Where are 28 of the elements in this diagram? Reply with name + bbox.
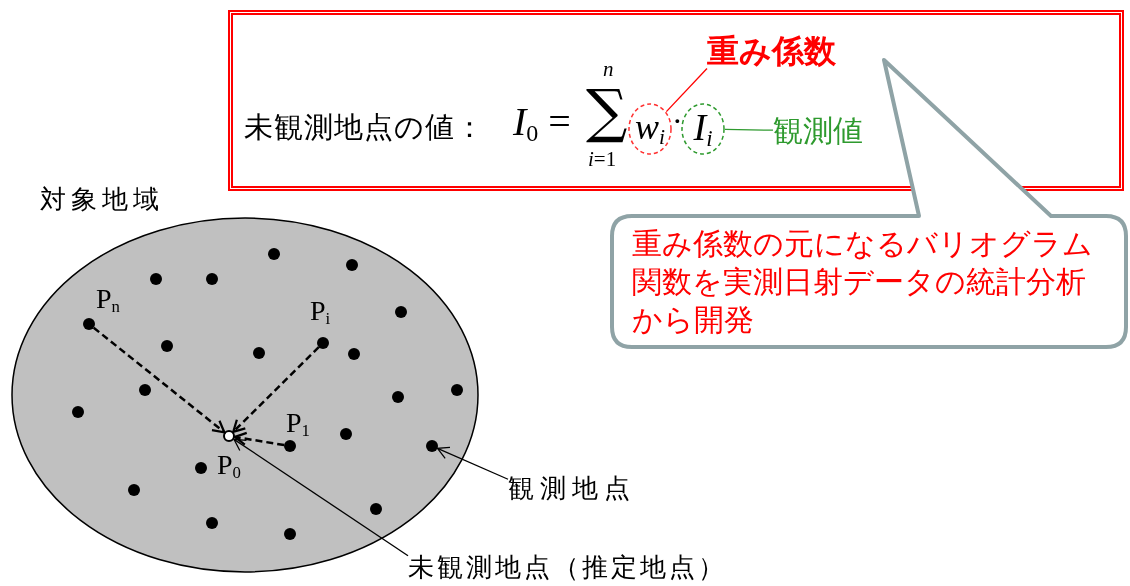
callout-text: 重み係数の元になるバリオグラム関数を実測日射データの統計分析から開発 xyxy=(632,225,1094,339)
summation-sign: ∑ xyxy=(586,80,628,144)
region-heading: 対象地域 xyxy=(40,184,164,216)
estimation-point-label: 未観測地点（推定地点） xyxy=(408,552,727,584)
point-label: P$_{i}$ xyxy=(310,296,331,329)
summation-lower-limit: i=1 xyxy=(588,148,617,172)
summation-upper-limit: n xyxy=(603,58,614,82)
dashed-arrow xyxy=(233,431,285,447)
observation-point-label: 観測地点 xyxy=(508,473,636,505)
dashed-arrow xyxy=(92,326,226,434)
dashed-circle xyxy=(628,103,672,155)
formula-box xyxy=(228,10,1124,191)
leader-arrow xyxy=(436,446,509,480)
point-label: P$_{1}$ xyxy=(286,408,310,441)
point-label: P$_{n}$ xyxy=(96,284,120,317)
observed-value-label: 観測値 xyxy=(773,113,863,149)
dashed-circle xyxy=(681,103,725,155)
leader-arrow xyxy=(233,438,409,557)
weight-symbol: w$_{i}$ xyxy=(635,107,665,151)
leader-line xyxy=(665,67,708,113)
multiplication-dot: · xyxy=(672,104,683,140)
dashed-arrow xyxy=(232,346,320,433)
point-label: P$_{0}$ xyxy=(217,450,241,483)
formula-label: 未観測地点の値： xyxy=(244,110,485,145)
observation-symbol: I$_{i}$ xyxy=(693,107,713,151)
leader-line xyxy=(724,128,774,131)
formula-term: I$_{0}$ = xyxy=(513,100,571,147)
weight-coefficient-label: 重み係数 xyxy=(707,32,836,71)
